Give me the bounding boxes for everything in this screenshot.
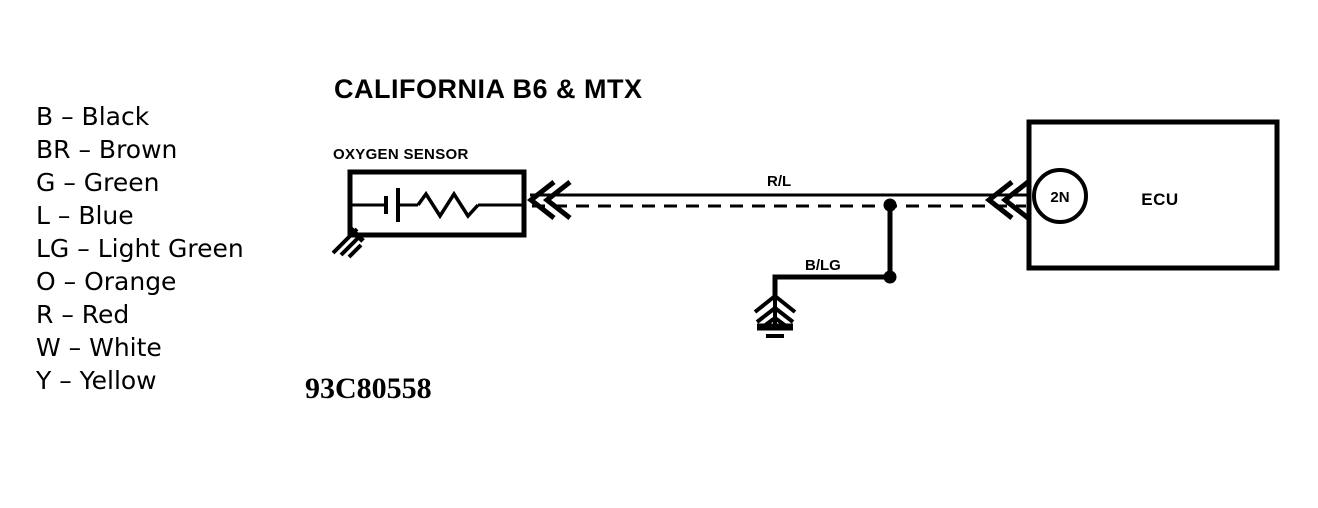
legend-item: Y – Yellow (35, 366, 157, 395)
legend-item: G – Green (36, 168, 159, 197)
legend-item: O – Orange (36, 267, 176, 296)
oxygen-sensor-ground-icon (331, 226, 365, 259)
b-lg-wire-junction-dot (883, 270, 897, 284)
b-lg-wire-label: B/LG (805, 257, 841, 274)
legend-item: R – Red (36, 300, 129, 329)
wire-color-code-legend: B – Black BR – Brown G – Green L – Blue … (35, 102, 244, 395)
ecu-box (1026, 119, 1280, 271)
ecu-component: ECU 2N (1026, 119, 1280, 271)
sensor-side-connector-arrow-icon (526, 180, 572, 220)
oxygen-sensor-box (347, 169, 527, 238)
b-lg-wire: B/LG (753, 205, 897, 338)
oxygen-sensor-label: OXYGEN SENSOR (333, 146, 469, 163)
ecu-label: ECU (1141, 190, 1178, 209)
legend-item: L – Blue (36, 201, 134, 230)
connector-2n-label: 2N (1050, 189, 1069, 206)
connector-2n-circle (1032, 168, 1088, 224)
diagram-title: CALIFORNIA B6 & MTX (334, 74, 643, 104)
r-l-wire-label: R/L (767, 173, 791, 190)
chassis-ground-icon (753, 294, 797, 338)
resistor-icon (416, 190, 480, 220)
part-number: 93C80558 (305, 372, 432, 405)
oxygen-sensor-component: OXYGEN SENSOR (331, 146, 527, 259)
b-lg-wire-path (772, 205, 893, 300)
r-l-wire: R/L (526, 173, 1030, 220)
legend-item: LG – Light Green (36, 234, 244, 263)
legend-item: W – White (36, 333, 162, 362)
ecu-side-connector-arrow-icon (984, 180, 1030, 220)
legend-item: BR – Brown (36, 135, 177, 164)
legend-item: B – Black (36, 102, 150, 131)
